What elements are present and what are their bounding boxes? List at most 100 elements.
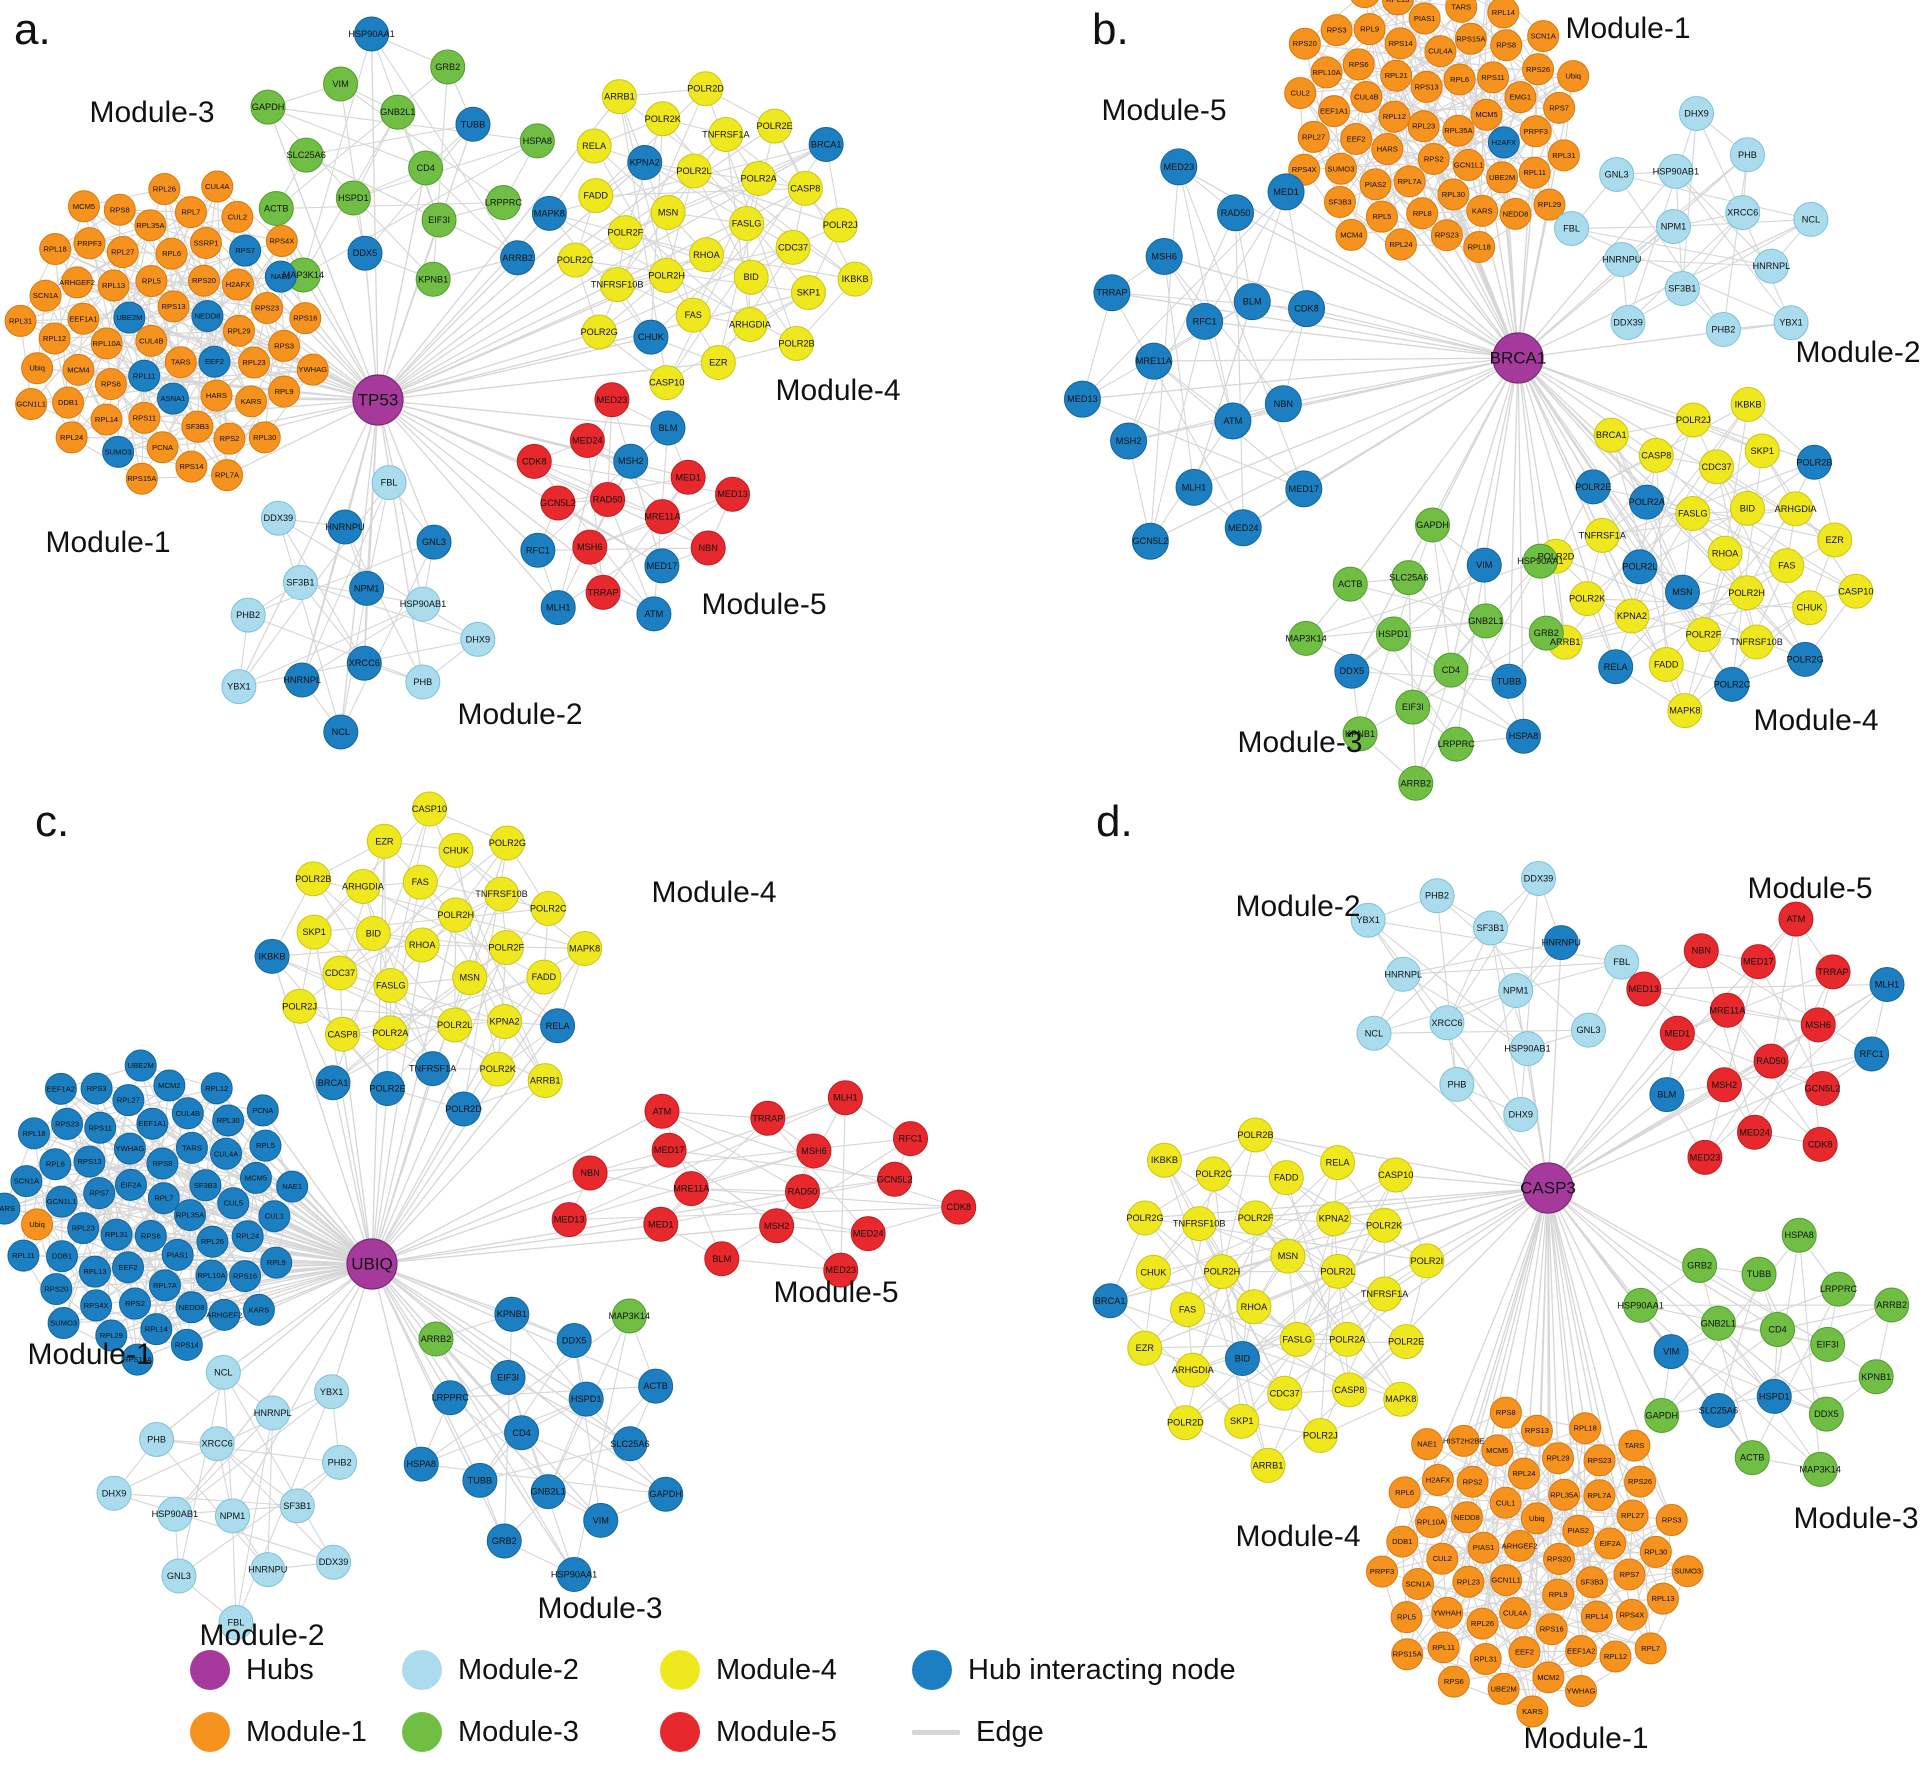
node-label: RPL6 [46,1160,65,1169]
node-label: UBE2M [116,313,142,322]
node-label: TRRAP [1096,288,1127,298]
node-label: ATM [1787,914,1806,924]
node-label: UBE2M [1489,173,1515,182]
node-label: CHUK [1140,1267,1167,1277]
network-node [531,195,567,231]
edge [305,154,518,259]
node-label: BID [1235,1354,1251,1364]
node-label: YBX1 [1779,318,1803,328]
node-label: HSPA8 [1784,1230,1813,1240]
node-label: GNB2L1 [531,1487,566,1497]
network-node [1730,386,1766,422]
node-label: KPNA2 [1319,1214,1349,1224]
network-node [161,1238,194,1271]
network-node [327,509,363,545]
node-label: MED13 [554,1215,585,1225]
edge [666,291,809,384]
network-node [73,227,106,260]
network-node [1477,61,1510,94]
network-node [100,1218,133,1251]
node-label: PHB [1738,150,1757,160]
node-label: MSN [658,207,678,217]
network-node [1384,228,1417,261]
network-node [221,268,254,301]
node-label: MSH2 [618,456,644,466]
node-label: SLC25A6 [287,150,326,160]
node-label: UBE2M [128,1061,154,1070]
network-node [673,1171,709,1207]
node-label: CDK8 [946,1202,971,1212]
node-label: HNRNPU [1602,255,1641,265]
node-label: RPL29 [1546,1454,1569,1463]
network-node [644,499,680,535]
network-node [148,1269,181,1302]
network-node [4,304,37,337]
hub-edge [371,1263,575,1575]
hub-edge [280,276,379,401]
network-node [260,500,296,536]
node-label: BID [366,929,382,939]
node-label: RPS14 [175,1340,199,1349]
network-node [0,1192,21,1225]
network-node [221,669,257,705]
hub-edge [377,399,424,605]
network-node [1417,142,1450,175]
edge [1731,450,1763,685]
network-node [1729,490,1765,526]
edge [435,1338,575,1575]
legend-label: Module-2 [458,1653,579,1686]
network-node [97,269,130,302]
node-label: RPS11 [133,413,157,422]
network-node [1093,274,1131,312]
node-label: RPS15A [127,474,157,483]
hub-edge [1193,357,1519,488]
hub-edge [377,331,600,401]
module-label: Module-1 [45,526,170,559]
network-node [45,1240,78,1273]
node-label: GRB2 [435,62,460,72]
hub-edge [371,841,386,1265]
node-label: FADD [1654,660,1679,670]
hub-edge [238,399,379,687]
node-label: MLH1 [1875,979,1900,989]
edge [196,330,240,427]
node-label: ARRB2 [1876,1300,1907,1310]
network-node [446,1091,482,1127]
network-node [94,368,127,401]
network-node [78,1255,111,1288]
node-label: CDK8 [1294,304,1319,314]
network-node [1522,543,1558,579]
network-node [1604,242,1640,278]
node-label: TARS [1625,1441,1645,1450]
network-node [790,274,826,310]
node-label: RPS26 [1628,1477,1652,1486]
node-label: POLR2K [645,114,682,124]
hub-edge [1339,201,1519,359]
network-node [540,485,576,521]
network-node [455,106,491,142]
node-label: KARS [241,397,262,406]
network-node [1554,211,1590,247]
module3-color-swatch [402,1712,442,1752]
node-label: RPL6 [1450,75,1469,84]
node-label: EEF1A1 [69,314,97,323]
network-node [1787,641,1823,677]
node-label: VIM [1663,1347,1679,1357]
node-label: POLR2L [437,1020,472,1030]
node-label: BID [744,272,760,282]
network-node [415,261,451,297]
edge [574,125,775,261]
node-label: POLR2A [740,174,777,184]
hub-edge [1517,322,1792,359]
node-label: RPL5 [142,277,161,286]
node-label: FADD [532,972,557,982]
node-label: ARRB2 [421,1334,452,1344]
edge [1241,1217,1257,1359]
node-label: RPL26 [153,185,176,194]
network-node [250,89,286,125]
network-node [1614,598,1650,634]
edge [569,1206,959,1221]
network-node [380,94,416,130]
legend: Hubs Module-2 Module-4 Hub interacting n… [190,1648,1292,1754]
node-label: RPS14 [1389,39,1413,48]
